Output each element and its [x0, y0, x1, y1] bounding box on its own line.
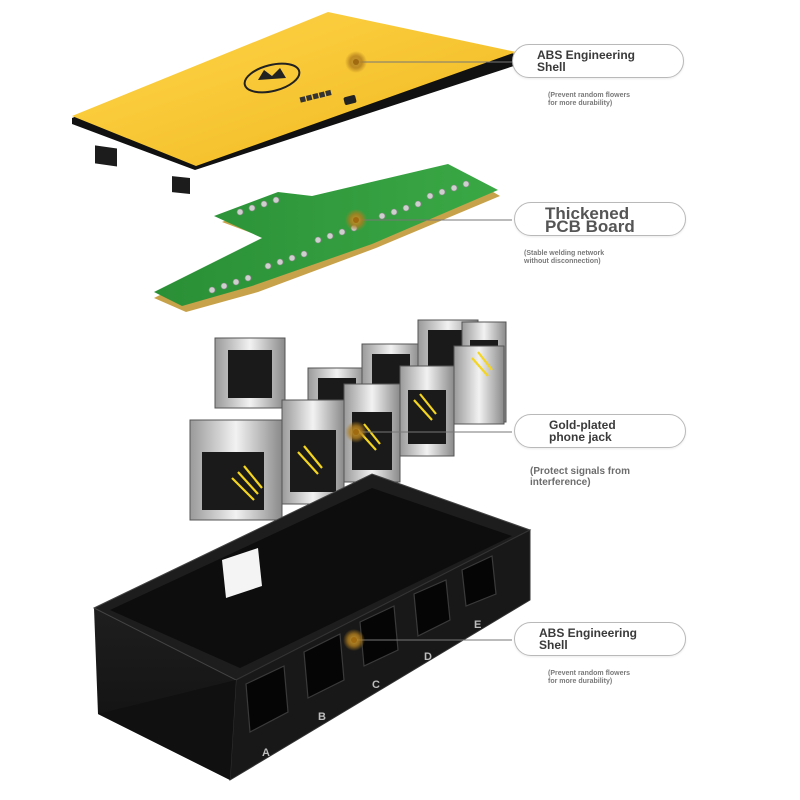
top-cover: ■■■■■	[72, 12, 520, 194]
port-letters: A B C D E	[262, 619, 481, 759]
callout-abs-shell-bottom: ABS Engineering Shell	[514, 622, 686, 656]
bottom-housing	[92, 473, 532, 781]
callout-title: Thickened PCB Board	[545, 204, 635, 236]
port-letter-b: B	[318, 711, 326, 723]
phone-jacks	[189, 319, 507, 521]
callout-title: ABS Engineering Shell	[539, 626, 638, 652]
pcb-board	[154, 164, 500, 312]
callout-note: (Protect signals from interference)	[530, 466, 631, 488]
callout-phone-jack: Gold-plated phone jack	[514, 414, 686, 448]
certification-mark-icon	[343, 95, 357, 105]
port-letter-d: D	[424, 651, 432, 663]
callout-abs-shell-top: ABS Engineering Shell	[512, 44, 684, 78]
callout-note: (Prevent random flowers for more durabil…	[548, 92, 631, 107]
callout-note: (Stable welding network without disconne…	[524, 250, 605, 265]
callout-pointers	[354, 61, 512, 641]
port-letter-e: E	[474, 619, 481, 631]
callout-title: Gold-plated phone jack	[549, 418, 616, 444]
port-letter-a: A	[262, 747, 270, 759]
callout-dots	[343, 51, 367, 651]
logo-emblem-icon	[243, 62, 301, 94]
callout-note: (Prevent random flowers for more durabil…	[548, 670, 631, 685]
port-letter-c: C	[372, 679, 380, 691]
callout-pcb-board: Thickened PCB Board	[514, 202, 686, 236]
callout-title: ABS Engineering Shell	[537, 48, 636, 74]
